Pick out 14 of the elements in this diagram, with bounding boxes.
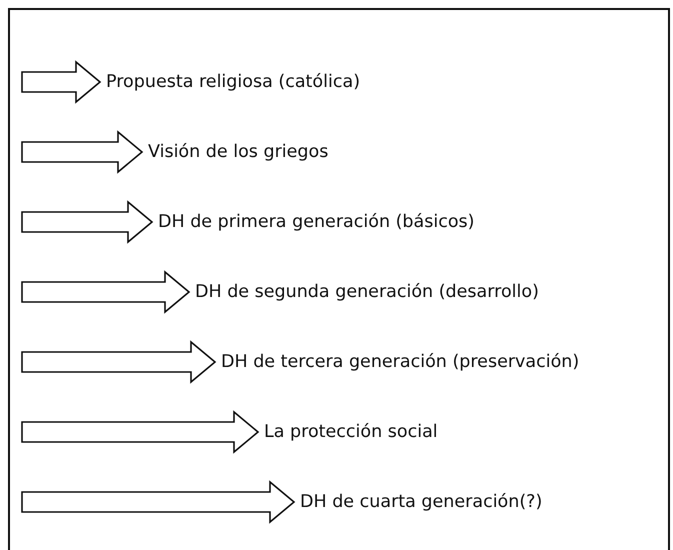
- block-arrow: [21, 270, 190, 314]
- block-arrow: [21, 200, 154, 244]
- item-text: DH de tercera generación (preservación): [215, 350, 580, 374]
- item-text: Visión de los griegos: [142, 140, 328, 164]
- item-text: DH de segunda generación (desarrollo): [189, 280, 539, 304]
- item-text: DH de primera generación (básicos): [152, 210, 475, 234]
- item-text: La protección social: [258, 420, 438, 444]
- block-arrow: [21, 410, 260, 454]
- block-arrow: [21, 480, 296, 524]
- item-text: Propuesta religiosa (católica): [100, 70, 360, 94]
- block-arrow: [21, 130, 144, 174]
- item-text: DH de cuarta generación(?): [294, 490, 542, 514]
- block-arrow: [21, 60, 102, 104]
- block-arrow: [21, 340, 216, 384]
